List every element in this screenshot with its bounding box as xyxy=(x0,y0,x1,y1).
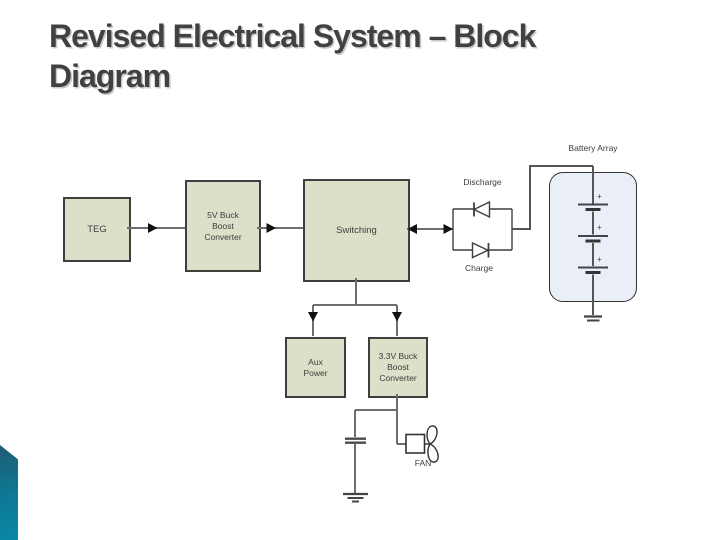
block-5v-buck-boost-converter: 5V Buck Boost Converter xyxy=(185,180,261,272)
block-aux-line-2: Power xyxy=(303,367,328,378)
battery-cell-plus-1: + xyxy=(597,192,602,201)
arrow-teg-to-5v xyxy=(148,223,158,233)
slide-title-line-1: Revised Electrical System – Block xyxy=(49,18,536,54)
label-discharge: Discharge xyxy=(463,177,502,187)
diode-loop xyxy=(452,208,513,251)
arrow-to-3v3 xyxy=(392,312,402,322)
arrow-to-aux-power xyxy=(308,312,318,322)
block-teg-label: TEG xyxy=(87,224,107,235)
block-teg: TEG xyxy=(63,197,131,262)
block-switching-label: Switching xyxy=(336,225,377,236)
block-3v3-line-2: Boost xyxy=(387,362,409,372)
arrow-into-diodes xyxy=(443,224,453,234)
diode-discharge-icon xyxy=(472,200,491,219)
block-battery-array xyxy=(549,172,637,302)
block-aux-power: Aux Power xyxy=(285,337,346,398)
ground-symbol-left-icon xyxy=(343,492,368,503)
block-5v-line-3: Converter xyxy=(204,231,242,242)
label-battery-array: Battery Array xyxy=(568,143,618,153)
battery-cell-plus-3: + xyxy=(597,255,602,264)
fan-motor-box xyxy=(405,433,426,454)
block-5v-line-2: Boost xyxy=(212,220,234,231)
slide-title: Revised Electrical System – Block Diagra… xyxy=(49,16,689,96)
block-5v-line-1: 5V Buck xyxy=(207,209,239,220)
block-aux-line-1: Aux xyxy=(308,356,323,367)
arrow-5v-to-switching xyxy=(266,223,276,233)
label-fan: FAN xyxy=(414,458,432,468)
block-3v3-line-3: Converter xyxy=(379,373,417,383)
block-3v3-line-1: 3.3V Buck xyxy=(378,351,418,361)
ground-symbol-battery-icon xyxy=(584,315,602,322)
block-switching: Switching xyxy=(303,179,410,282)
label-charge: Charge xyxy=(465,263,493,273)
diode-charge-icon xyxy=(471,241,490,259)
battery-cell-plus-2: + xyxy=(597,223,602,232)
capacitor-icon xyxy=(345,437,366,444)
slide-title-line-2: Diagram xyxy=(49,58,171,94)
block-3v3-buck-boost-converter: 3.3V Buck Boost Converter xyxy=(368,337,428,398)
corner-accent xyxy=(0,444,18,540)
fan-blades-icon xyxy=(426,425,439,463)
